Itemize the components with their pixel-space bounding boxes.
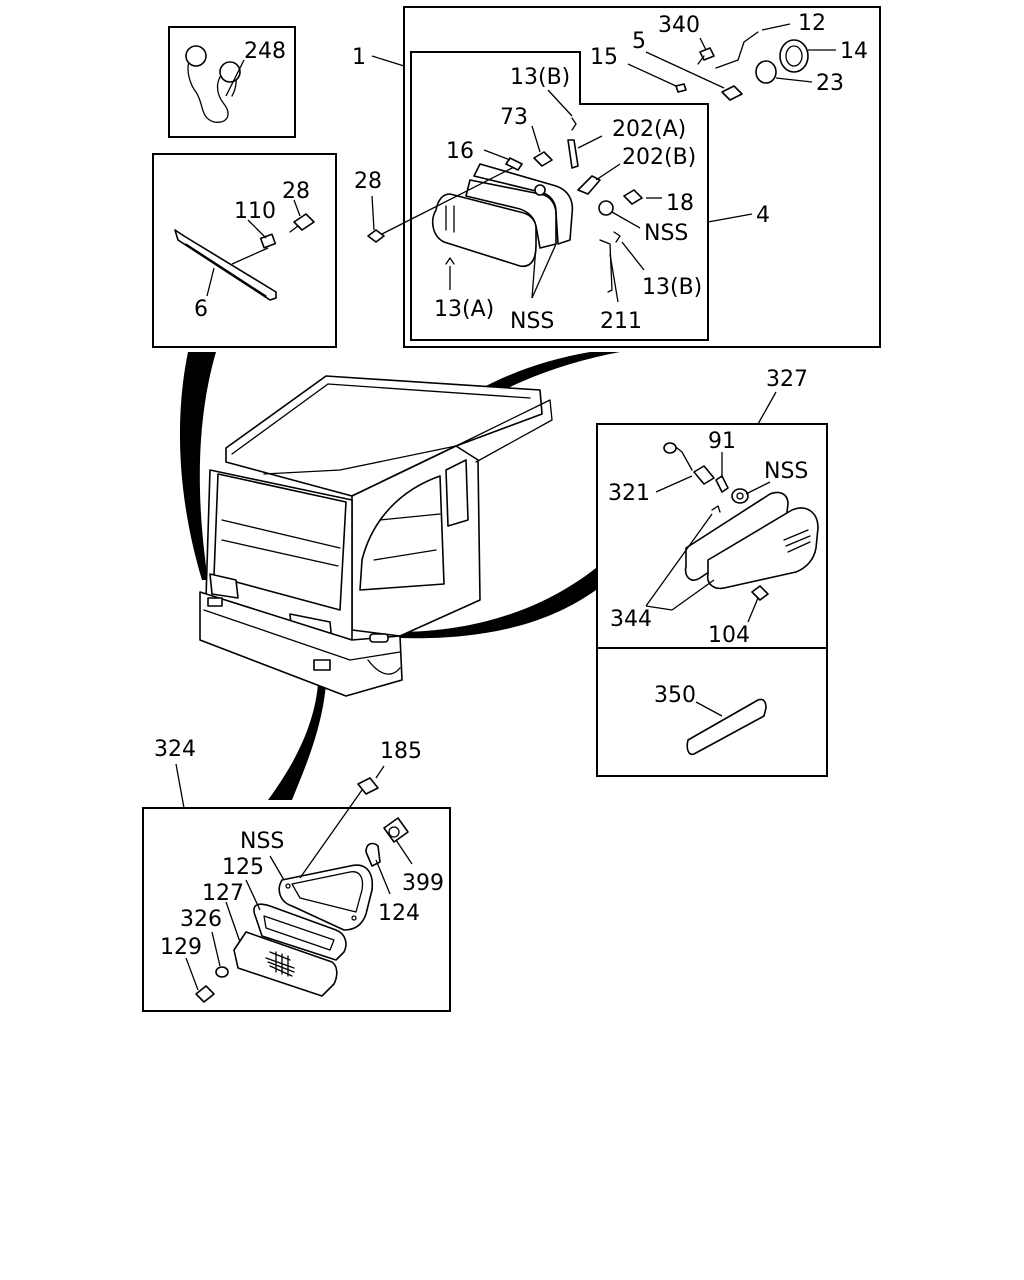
clip-13b-bottom bbox=[613, 231, 621, 243]
bracket-202b bbox=[577, 175, 601, 195]
label-nss-front-housing: NSS bbox=[240, 829, 284, 854]
label-4: 4 bbox=[756, 203, 770, 228]
screw-28-body bbox=[367, 229, 385, 243]
screw-104 bbox=[751, 585, 769, 601]
label-12: 12 bbox=[798, 11, 826, 36]
bolt-16 bbox=[505, 157, 523, 171]
label-321: 321 bbox=[608, 481, 650, 506]
label-211: 211 bbox=[600, 309, 642, 334]
label-202b: 202(B) bbox=[622, 145, 696, 170]
label-340: 340 bbox=[658, 13, 700, 38]
screw-28-top bbox=[293, 213, 315, 231]
label-5: 5 bbox=[632, 29, 646, 54]
band-to-rail-box bbox=[179, 352, 216, 580]
box-clip-248: 248 bbox=[168, 26, 296, 138]
label-129: 129 bbox=[160, 935, 202, 960]
cab-fog-lamp-left bbox=[207, 597, 223, 607]
nut-nss bbox=[598, 200, 614, 216]
band-to-turn-box bbox=[268, 684, 326, 800]
bolt-18 bbox=[623, 189, 643, 205]
cab-headlamp-left bbox=[209, 573, 239, 599]
label-15: 15 bbox=[590, 45, 618, 70]
label-399: 399 bbox=[402, 871, 444, 896]
headlamp-lens bbox=[431, 193, 537, 268]
label-13a: 13(A) bbox=[434, 297, 494, 322]
washer-326 bbox=[215, 966, 229, 978]
label-14: 14 bbox=[840, 39, 868, 64]
clip-13a bbox=[445, 257, 455, 265]
boot-23 bbox=[755, 60, 777, 84]
side-lamp-socket-321 bbox=[693, 465, 715, 485]
clip-185 bbox=[357, 777, 379, 795]
truck-cab-drawing bbox=[179, 352, 620, 800]
side-lamp-lens bbox=[706, 507, 819, 590]
adjuster-202a bbox=[567, 139, 579, 169]
spring-211 bbox=[599, 239, 613, 293]
box-rail-6: 28 110 6 bbox=[152, 153, 337, 348]
label-202a: 202(A) bbox=[612, 117, 686, 142]
nut-73 bbox=[533, 151, 553, 167]
label-73: 73 bbox=[500, 105, 528, 130]
label-324: 324 bbox=[154, 737, 196, 762]
label-110: 110 bbox=[234, 199, 276, 224]
bulb-5 bbox=[721, 85, 743, 101]
band-to-marker-box bbox=[398, 568, 596, 639]
side-lamp-bulb-91 bbox=[715, 475, 729, 493]
label-344: 344 bbox=[610, 607, 652, 632]
label-13b-top: 13(B) bbox=[510, 65, 570, 90]
nut-110 bbox=[259, 233, 277, 249]
label-1: 1 bbox=[352, 45, 366, 70]
label-91: 91 bbox=[708, 429, 736, 454]
label-18: 18 bbox=[666, 191, 694, 216]
socket-15 bbox=[675, 83, 687, 93]
cab-fog-lamp-right bbox=[313, 659, 331, 671]
cab-side-marker bbox=[369, 633, 389, 643]
label-350: 350 bbox=[654, 683, 696, 708]
label-6: 6 bbox=[194, 297, 208, 322]
rail-6-drawing bbox=[174, 229, 277, 301]
label-125: 125 bbox=[222, 855, 264, 880]
headlamp-frame bbox=[465, 179, 557, 249]
label-185: 185 bbox=[380, 739, 422, 764]
reflector-350 bbox=[686, 698, 767, 756]
label-28-top: 28 bbox=[282, 179, 310, 204]
socket-399 bbox=[383, 817, 409, 843]
box-side-lamp-327: 327 91 NSS 321 344 104 350 bbox=[596, 367, 828, 777]
label-nss-nut: NSS bbox=[644, 221, 688, 246]
box-headlamp-inner-4 bbox=[410, 51, 709, 341]
wire-12 bbox=[715, 31, 759, 69]
clip-13b-top bbox=[571, 117, 577, 131]
box-headlamp-assembly-1: 1 4 28 13(B) 15 5 340 12 14 23 73 16 202… bbox=[352, 6, 881, 348]
label-16: 16 bbox=[446, 139, 474, 164]
front-lamp-gasket-125 bbox=[253, 903, 347, 961]
bulb-124 bbox=[365, 842, 381, 867]
label-327: 327 bbox=[766, 367, 808, 392]
label-28-body: 28 bbox=[354, 169, 382, 194]
label-13b-bottom: 13(B) bbox=[642, 275, 702, 300]
label-124: 124 bbox=[378, 901, 420, 926]
label-nss-headlamp: NSS bbox=[510, 309, 554, 334]
front-lamp-lens-127 bbox=[233, 931, 338, 997]
box-front-lamp-324: 324 185 NSS 125 127 326 129 399 124 bbox=[142, 737, 451, 1012]
side-lamp-gasket-nss bbox=[731, 488, 749, 504]
label-127: 127 bbox=[202, 881, 244, 906]
label-248: 248 bbox=[244, 39, 286, 64]
label-326: 326 bbox=[180, 907, 222, 932]
cap-14 bbox=[779, 39, 809, 73]
side-lamp-clip bbox=[711, 505, 721, 513]
label-23: 23 bbox=[816, 71, 844, 96]
headlamp-housing bbox=[473, 163, 574, 245]
screw-129 bbox=[195, 985, 215, 1003]
label-nss-gasket: NSS bbox=[764, 459, 808, 484]
label-104: 104 bbox=[708, 623, 750, 648]
